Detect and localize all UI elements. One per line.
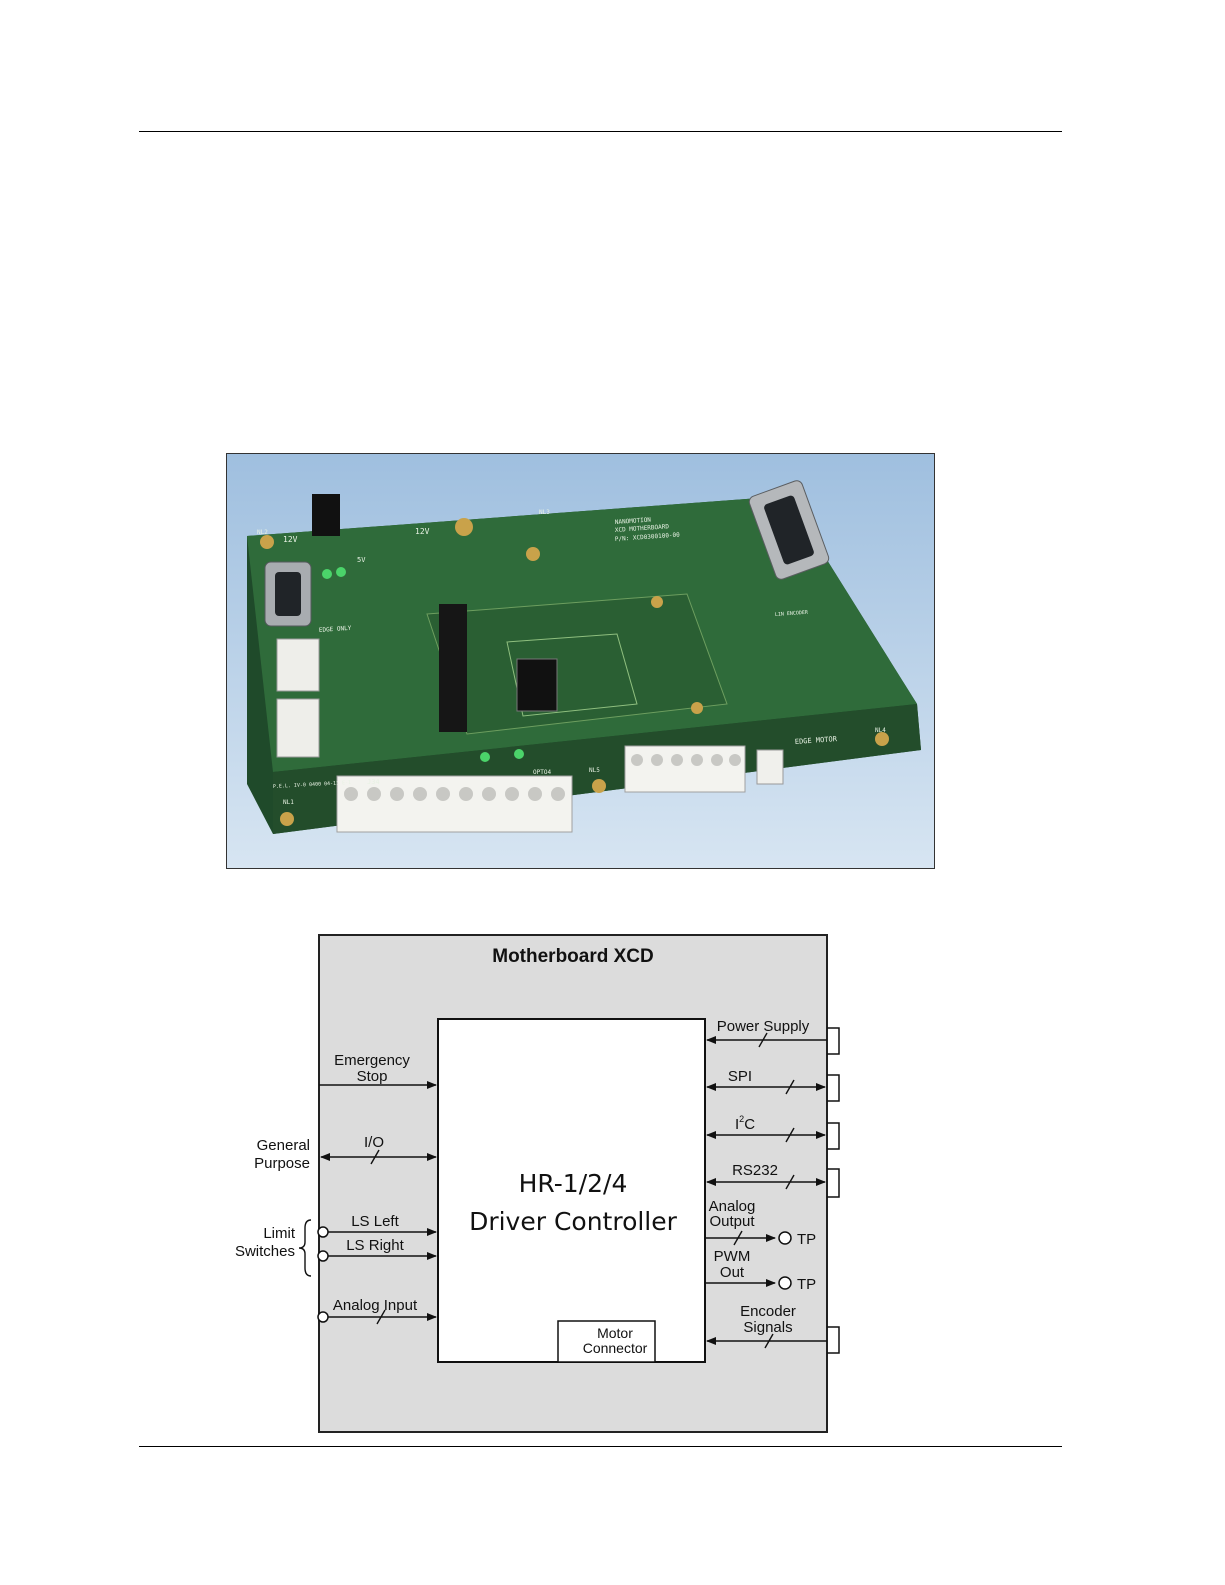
analog-input-label: Analog Input <box>333 1297 418 1314</box>
ls-right-label: LS Right <box>346 1237 404 1254</box>
terminal-block-left <box>336 775 573 833</box>
limit-switches-group: Limit Switches LS Left LS Right <box>235 1213 437 1277</box>
diagram-title: Motherboard XCD <box>492 946 654 967</box>
tp2-label: TP <box>797 1276 816 1293</box>
limit-switches-line1: Limit <box>263 1225 296 1242</box>
i2c-label: I2C <box>735 1114 755 1133</box>
silk-lin-encoder: LIN ENCODER <box>775 610 809 618</box>
encoder-signals-signal: Encoder Signals <box>706 1303 840 1354</box>
silk-edge-motor: EDGE MOTOR <box>795 735 838 746</box>
motor-connector-line2: Connector <box>583 1340 648 1356</box>
terminal-block-right <box>624 745 746 793</box>
silk-part-number: P/N: XCD0300100-00 <box>615 531 681 543</box>
silk-5v: 5V <box>357 556 366 564</box>
pwm-out-line1: PWM <box>714 1248 751 1265</box>
silk-nl4: NL4 <box>875 727 886 734</box>
motor-connector-box <box>557 1320 656 1363</box>
silk-nl3: NL3 <box>539 509 550 516</box>
header-rule <box>139 131 1062 132</box>
rs232-label: RS232 <box>732 1162 778 1179</box>
ls-left-label: LS Left <box>351 1213 399 1230</box>
io-signal: I/O General Purpose <box>254 1134 437 1172</box>
encoder-signals-line2: Signals <box>743 1319 792 1336</box>
spi-label: SPI <box>728 1068 752 1085</box>
power-supply-signal: Power Supply <box>706 1018 840 1055</box>
i2c-signal: I2C <box>706 1114 840 1150</box>
silk-edge-only: EDGE ONLY <box>319 625 352 634</box>
controller-name-line2: Driver Controller <box>469 1207 678 1236</box>
silk-board-name: XCD MOTHERBOARD <box>615 523 670 534</box>
analog-input-signal: Analog Input <box>317 1297 437 1325</box>
silk-j34: J34 <box>367 778 380 786</box>
analog-output-signal: Analog Output TP <box>705 1198 816 1248</box>
general-purpose-line2: Purpose <box>254 1155 310 1172</box>
general-purpose-line1: General <box>257 1137 310 1154</box>
silk-brand: NANOMOTION <box>615 516 652 526</box>
silk-nl2: NL2 <box>257 529 268 536</box>
footer-rule <box>139 1446 1062 1447</box>
emergency-stop-line1: Emergency <box>334 1052 410 1069</box>
silk-revision: P.E.L. IV-0 0400 04-11 E-1 <box>273 780 351 790</box>
limit-switches-line2: Switches <box>235 1243 295 1260</box>
motor-connector-line1: Motor <box>597 1325 633 1341</box>
motherboard-photo: NANOMOTION XCD MOTHERBOARD P/N: XCD03001… <box>226 453 935 869</box>
silk-12v-left: 12V <box>283 535 298 544</box>
silk-12v-center: 12V <box>415 527 430 536</box>
io-label: I/O <box>364 1134 384 1151</box>
rs232-signal: RS232 <box>706 1162 840 1198</box>
block-diagram: Motherboard XCD HR-1/2/4 Driver Controll… <box>235 934 840 1433</box>
analog-output-line2: Output <box>709 1213 755 1230</box>
controller-name-line1: HR-1/2/4 <box>519 1169 628 1198</box>
encoder-signals-line1: Encoder <box>740 1303 796 1320</box>
emergency-stop-signal: Emergency Stop <box>319 1052 437 1089</box>
silk-nl1: NL1 <box>283 799 294 806</box>
power-supply-label: Power Supply <box>717 1018 810 1035</box>
pwm-out-signal: PWM Out TP <box>705 1248 816 1293</box>
silk-opto4: OPTO4 <box>533 769 551 776</box>
emergency-stop-line2: Stop <box>357 1068 388 1085</box>
spi-signal: SPI <box>706 1068 840 1102</box>
pwm-out-line2: Out <box>720 1264 745 1281</box>
driver-controller-box <box>437 1018 706 1363</box>
tp1-label: TP <box>797 1231 816 1248</box>
silk-nl5: NL5 <box>589 767 600 774</box>
analog-output-line1: Analog <box>709 1198 756 1215</box>
